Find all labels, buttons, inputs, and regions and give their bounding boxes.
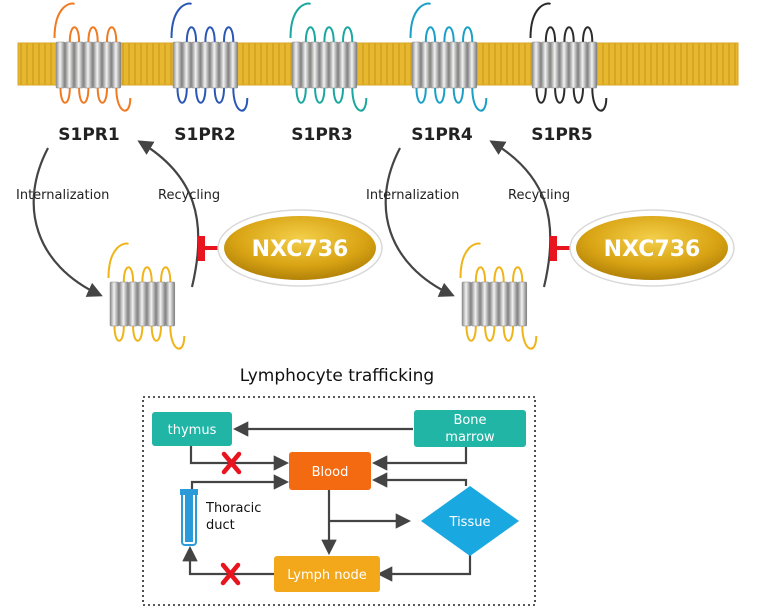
trafficking-title: Lymphocyte trafficking <box>240 366 434 386</box>
bone-marrow-label-line1: Bone <box>453 413 486 428</box>
blood-label: Blood <box>312 465 349 480</box>
receptor-label-s1pr3: S1PR3 <box>291 125 352 145</box>
thoracic-duct-label-line2: duct <box>206 518 235 533</box>
tissue-node: Tissue <box>421 486 519 556</box>
receptor-s1pr5 <box>529 2 608 112</box>
drug-label-left: NXC736 <box>252 237 349 262</box>
cell-membrane <box>17 42 739 86</box>
receptor-label-s1pr2: S1PR2 <box>174 125 235 145</box>
drug-badge-left: NXC736 <box>217 209 383 287</box>
recycling-label-right: Recycling <box>508 188 570 203</box>
receptor-s1pr3 <box>289 2 368 112</box>
receptor-label-s1pr4: S1PR4 <box>411 125 473 145</box>
thymus-node: thymus <box>152 412 232 446</box>
recycling-arrow-left <box>137 140 200 288</box>
drug-badge-right: NXC736 <box>569 209 735 287</box>
arrow-thymus-to-blood <box>189 446 290 471</box>
trafficking-frame <box>142 396 536 606</box>
thoracic-duct-tube <box>180 489 198 546</box>
arrow-bone-to-blood <box>371 446 468 471</box>
bone-marrow-node: Bone marrow <box>414 410 526 447</box>
tissue-label: Tissue <box>449 515 491 530</box>
internalization-arrow-right <box>384 147 455 297</box>
internalization-label-right: Internalization <box>366 188 459 203</box>
receptor-s1pr1 <box>53 2 132 112</box>
lymph-node-label: Lymph node <box>287 568 366 583</box>
receptor-s1pr2 <box>170 2 249 112</box>
thymus-label: thymus <box>168 423 217 438</box>
arrow-lymphnode-to-duct <box>182 545 274 576</box>
arrow-duct-to-blood <box>190 474 290 490</box>
lymph-node-node: Lymph node <box>274 556 380 592</box>
blood-node: Blood <box>289 452 371 490</box>
recycling-arrow-right <box>489 140 552 288</box>
internalization-arrow-left <box>32 147 103 297</box>
arrow-tissue-to-blood <box>371 472 468 488</box>
recycling-label-left: Recycling <box>158 188 220 203</box>
internalized-receptor-right <box>459 242 538 350</box>
internalized-receptor-left <box>107 242 186 350</box>
receptor-label-s1pr1: S1PR1 <box>58 125 119 145</box>
receptor-label-s1pr5: S1PR5 <box>531 125 592 145</box>
receptor-layer <box>53 2 608 350</box>
drug-label-right: NXC736 <box>604 237 701 262</box>
thoracic-duct-label-line1: Thoracic <box>205 501 261 516</box>
receptor-s1pr4 <box>409 2 488 112</box>
arrow-tissue-to-lymphnode <box>376 549 472 582</box>
internalization-label-left: Internalization <box>16 188 109 203</box>
bone-marrow-label-line2: marrow <box>445 430 495 445</box>
block-x-lymphnode-duct <box>220 562 241 586</box>
block-x-thymus-blood <box>221 451 242 475</box>
